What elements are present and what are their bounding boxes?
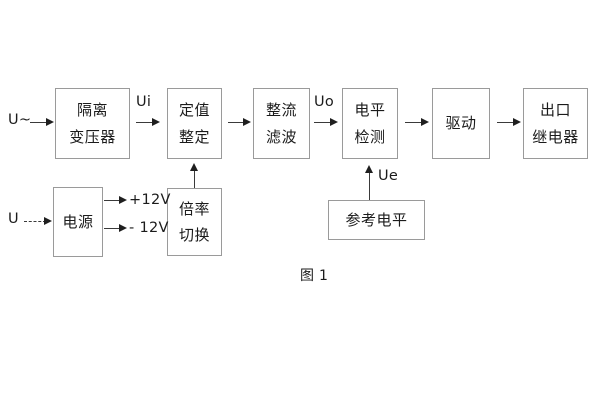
block-rectify-filter: 整流 滤波 [253, 88, 310, 159]
arrow-ui [152, 117, 160, 126]
block-rectify-filter-line2: 滤波 [265, 127, 297, 146]
arrow-drive-to-relay [513, 117, 521, 126]
connector-ratio-to-setting-line [194, 170, 195, 188]
block-setting-value: 定值 整定 [167, 88, 222, 159]
arrow-setting-to-rectify [243, 117, 251, 126]
label-uo: Uo [314, 94, 335, 110]
arrow-uo [330, 117, 338, 126]
connector-uo-line [314, 122, 331, 123]
block-isolation-transformer-line1: 隔离 [76, 101, 108, 120]
label-ue: Ue [378, 168, 399, 184]
block-ratio-switch-line1: 倍率 [178, 199, 210, 218]
connector-level-to-drive-line [405, 122, 422, 123]
arrow-dc-input [44, 216, 52, 225]
arrow-rail-negative [119, 223, 127, 232]
figure-caption: 图 1 [300, 268, 329, 284]
block-ratio-switch: 倍率 切换 [167, 188, 222, 256]
block-output-relay: 出口 继电器 [523, 88, 588, 159]
block-output-relay-line2: 继电器 [532, 127, 579, 146]
connector-rail-negative-line [104, 228, 121, 229]
block-rectify-filter-line1: 整流 [265, 101, 297, 120]
block-reference-level-line1: 参考电平 [345, 210, 408, 229]
connector-ue-line [369, 172, 370, 200]
connector-dc-input-line [24, 221, 46, 222]
connector-drive-to-relay-line [497, 122, 514, 123]
connector-rail-positive-line [104, 200, 121, 201]
block-reference-level: 参考电平 [328, 200, 425, 240]
arrow-ac-input [46, 117, 54, 126]
block-power-supply: 电源 [53, 187, 103, 257]
block-ratio-switch-line2: 切换 [178, 226, 210, 244]
block-isolation-transformer: 隔离 变压器 [55, 88, 130, 159]
arrow-ue [364, 165, 373, 173]
label-ui: Ui [136, 94, 152, 110]
label-rail-positive: +12V [129, 192, 171, 208]
label-input-dc: U [8, 211, 19, 227]
block-level-detect: 电平 检测 [342, 88, 398, 159]
block-isolation-transformer-line2: 变压器 [69, 127, 116, 146]
label-rail-negative: - 12V [129, 220, 169, 236]
arrow-rail-positive [119, 195, 127, 204]
block-drive: 驱动 [432, 88, 490, 159]
block-setting-value-line2: 整定 [178, 127, 210, 146]
block-setting-value-line1: 定值 [178, 101, 210, 120]
connector-ac-input-line [30, 122, 48, 123]
arrow-ratio-to-setting [189, 163, 198, 171]
arrow-level-to-drive [421, 117, 429, 126]
label-input-ac: U~ [8, 112, 32, 128]
block-output-relay-line1: 出口 [539, 101, 571, 120]
block-level-detect-line2: 检测 [354, 127, 386, 146]
block-drive-line1: 驱动 [445, 114, 477, 133]
connector-setting-to-rectify-line [228, 122, 244, 123]
block-power-supply-line1: 电源 [62, 212, 94, 231]
connector-ui-line [136, 122, 153, 123]
block-level-detect-line1: 电平 [354, 101, 386, 120]
